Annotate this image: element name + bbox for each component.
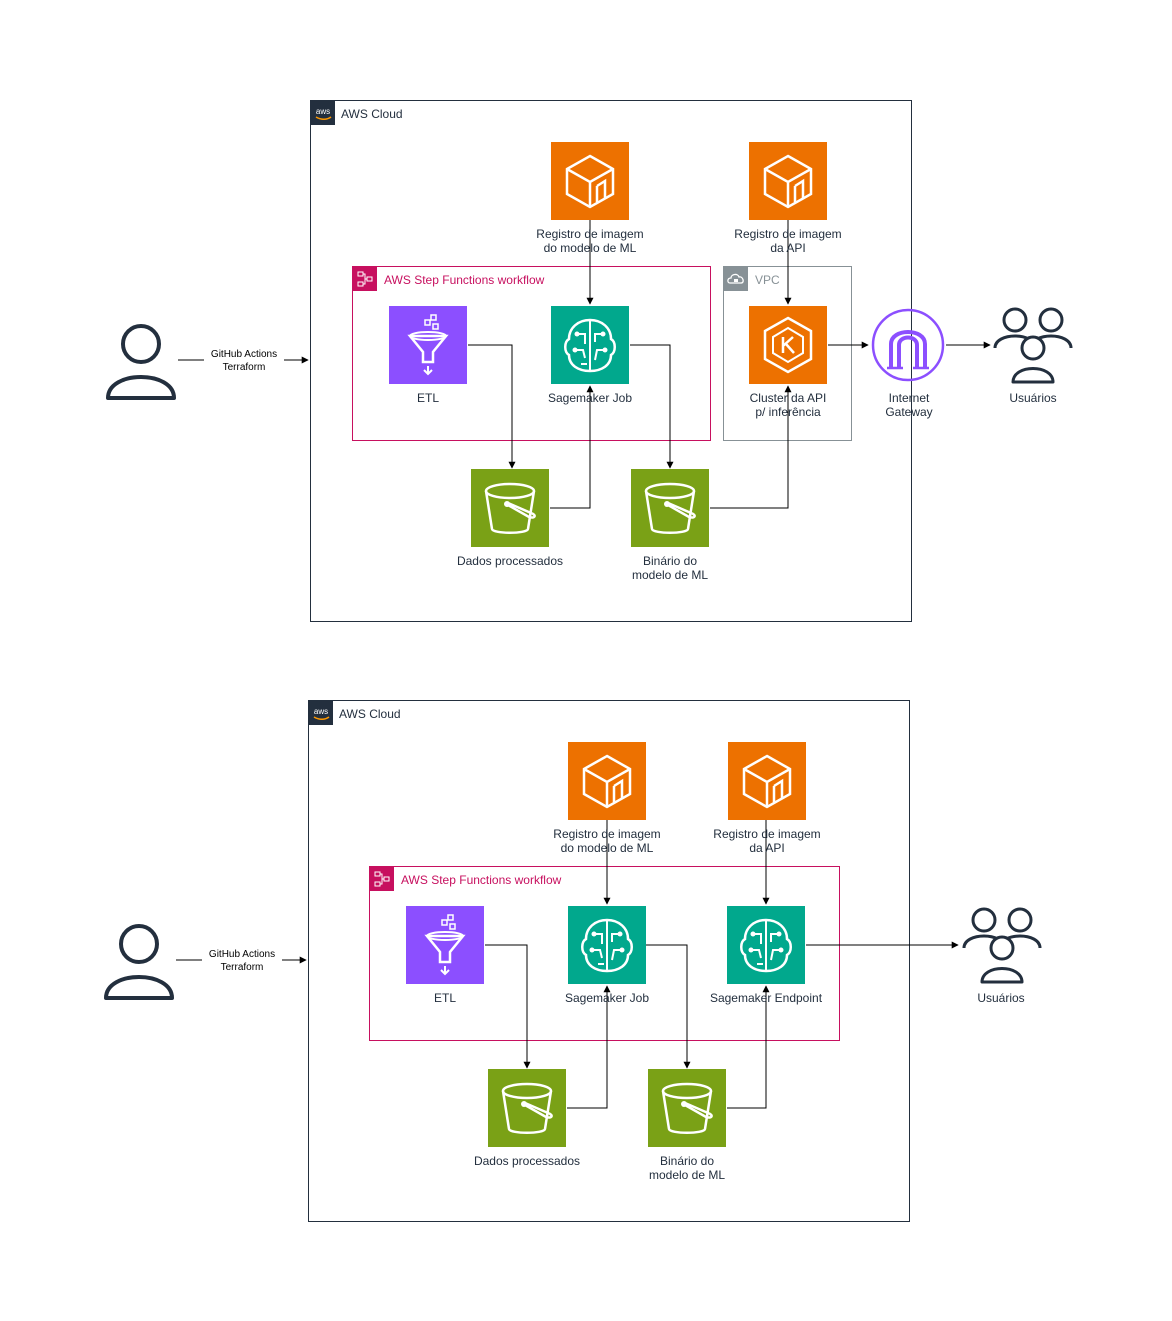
deploy-edge-label: GitHub Actions Terraform <box>202 948 282 974</box>
s3-model-icon <box>648 1069 726 1147</box>
etl-label: ETL <box>416 391 439 405</box>
ecr-api-label: Registro de imagem da API <box>734 227 842 255</box>
svg-text:aws: aws <box>314 707 328 716</box>
architecture-diagram-sagemaker-endpoint: aws AWS Cloud AWS Step Functions workflo… <box>0 600 1172 1260</box>
aws-cloud-label: AWS Cloud <box>339 707 401 721</box>
ecr-api-label: Registro de imagem da API <box>713 827 821 855</box>
sagemaker-job-icon <box>551 306 629 384</box>
developer-user-icon <box>103 922 177 1000</box>
svg-text:aws: aws <box>316 107 330 116</box>
step-functions-label: AWS Step Functions workflow <box>384 273 545 287</box>
ecr-model-label: Registro de imagem do modelo de ML <box>536 227 644 255</box>
vpc-cloud-lock-icon <box>724 267 748 291</box>
deploy-edge-label: GitHub Actions Terraform <box>204 348 284 374</box>
etl-label: ETL <box>433 991 456 1005</box>
sagemaker-job-label: Sagemaker Job <box>564 991 650 1005</box>
etl-funnel-icon <box>406 906 484 984</box>
vpc-label: VPC <box>755 273 780 287</box>
eks-icon <box>749 306 827 384</box>
internet-gateway-icon <box>871 308 947 384</box>
ecr-api-icon <box>749 142 827 220</box>
eks-label: Cluster da API p/ inferência <box>749 391 827 419</box>
sagemaker-job-icon <box>568 906 646 984</box>
users-group-icon <box>993 306 1073 386</box>
s3-model-label: Binário do modelo de ML <box>648 1154 726 1182</box>
s3-processed-label: Dados processados <box>473 1154 581 1168</box>
s3-model-icon <box>631 469 709 547</box>
developer-user-icon <box>105 322 179 400</box>
step-functions-label: AWS Step Functions workflow <box>401 873 562 887</box>
step-functions-group: AWS Step Functions workflow <box>352 266 711 441</box>
etl-funnel-icon <box>389 306 467 384</box>
users-group-icon <box>962 906 1042 986</box>
ecr-model-label: Registro de imagem do modelo de ML <box>553 827 661 855</box>
step-functions-icon <box>353 267 377 291</box>
step-functions-icon <box>370 867 394 891</box>
ecr-model-icon <box>551 142 629 220</box>
s3-processed-icon <box>488 1069 566 1147</box>
aws-cloud-group: aws AWS Cloud <box>310 100 912 622</box>
sagemaker-endpoint-label: Sagemaker Endpoint <box>709 991 823 1005</box>
users-label: Usuários <box>1009 391 1057 405</box>
s3-processed-label: Dados processados <box>456 554 564 568</box>
s3-processed-icon <box>471 469 549 547</box>
ecr-api-icon <box>728 742 806 820</box>
aws-logo-icon: aws <box>311 101 335 125</box>
internet-gateway-label: Internet Gateway <box>885 391 933 419</box>
architecture-diagram-eks: aws AWS Cloud AWS Step Functions workflo… <box>0 0 1172 660</box>
aws-logo-icon: aws <box>309 701 333 725</box>
users-label: Usuários <box>977 991 1025 1005</box>
aws-cloud-group: aws AWS Cloud <box>308 700 910 1222</box>
aws-cloud-label: AWS Cloud <box>341 107 403 121</box>
s3-model-label: Binário do modelo de ML <box>631 554 709 582</box>
sagemaker-endpoint-icon <box>727 906 805 984</box>
sagemaker-job-label: Sagemaker Job <box>547 391 633 405</box>
ecr-model-icon <box>568 742 646 820</box>
